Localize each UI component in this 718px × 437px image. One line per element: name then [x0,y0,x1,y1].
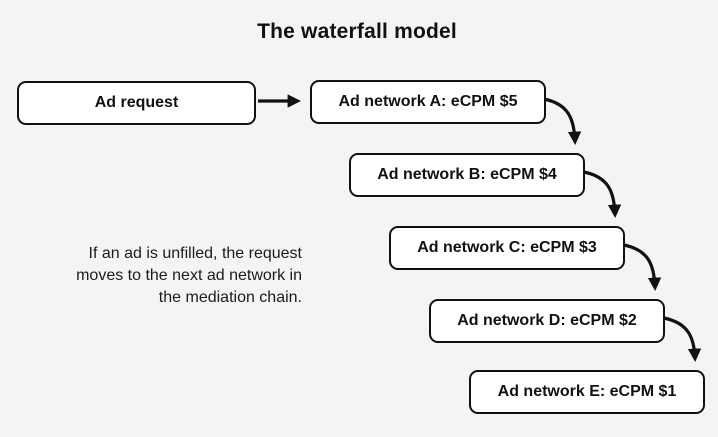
arrow-network-d-to-e [663,316,702,363]
node-ad-network-b-label: Ad network B: eCPM $4 [377,166,557,183]
node-ad-network-a: Ad network A: eCPM $5 [310,80,546,124]
node-ad-network-d-label: Ad network D: eCPM $2 [457,312,637,329]
node-ad-request-label: Ad request [94,94,179,111]
arrow-network-b-to-c [583,170,622,219]
node-ad-network-c: Ad network C: eCPM $3 [389,226,625,270]
node-ad-network-d: Ad network D: eCPM $2 [429,299,665,343]
arrow-network-c-to-d [623,243,662,292]
node-ad-request: Ad request [17,81,256,125]
arrow-network-a-to-b [543,97,582,146]
node-ad-network-e: Ad network E: eCPM $1 [469,370,705,414]
caption-text: If an ad is unfilled, the request moves … [76,245,302,306]
node-ad-network-a-label: Ad network A: eCPM $5 [338,93,518,110]
diagram-title: The waterfall model [257,20,457,43]
node-ad-network-c-label: Ad network C: eCPM $3 [417,239,597,256]
node-ad-network-b: Ad network B: eCPM $4 [349,153,585,197]
node-ad-network-e-label: Ad network E: eCPM $1 [497,383,677,400]
